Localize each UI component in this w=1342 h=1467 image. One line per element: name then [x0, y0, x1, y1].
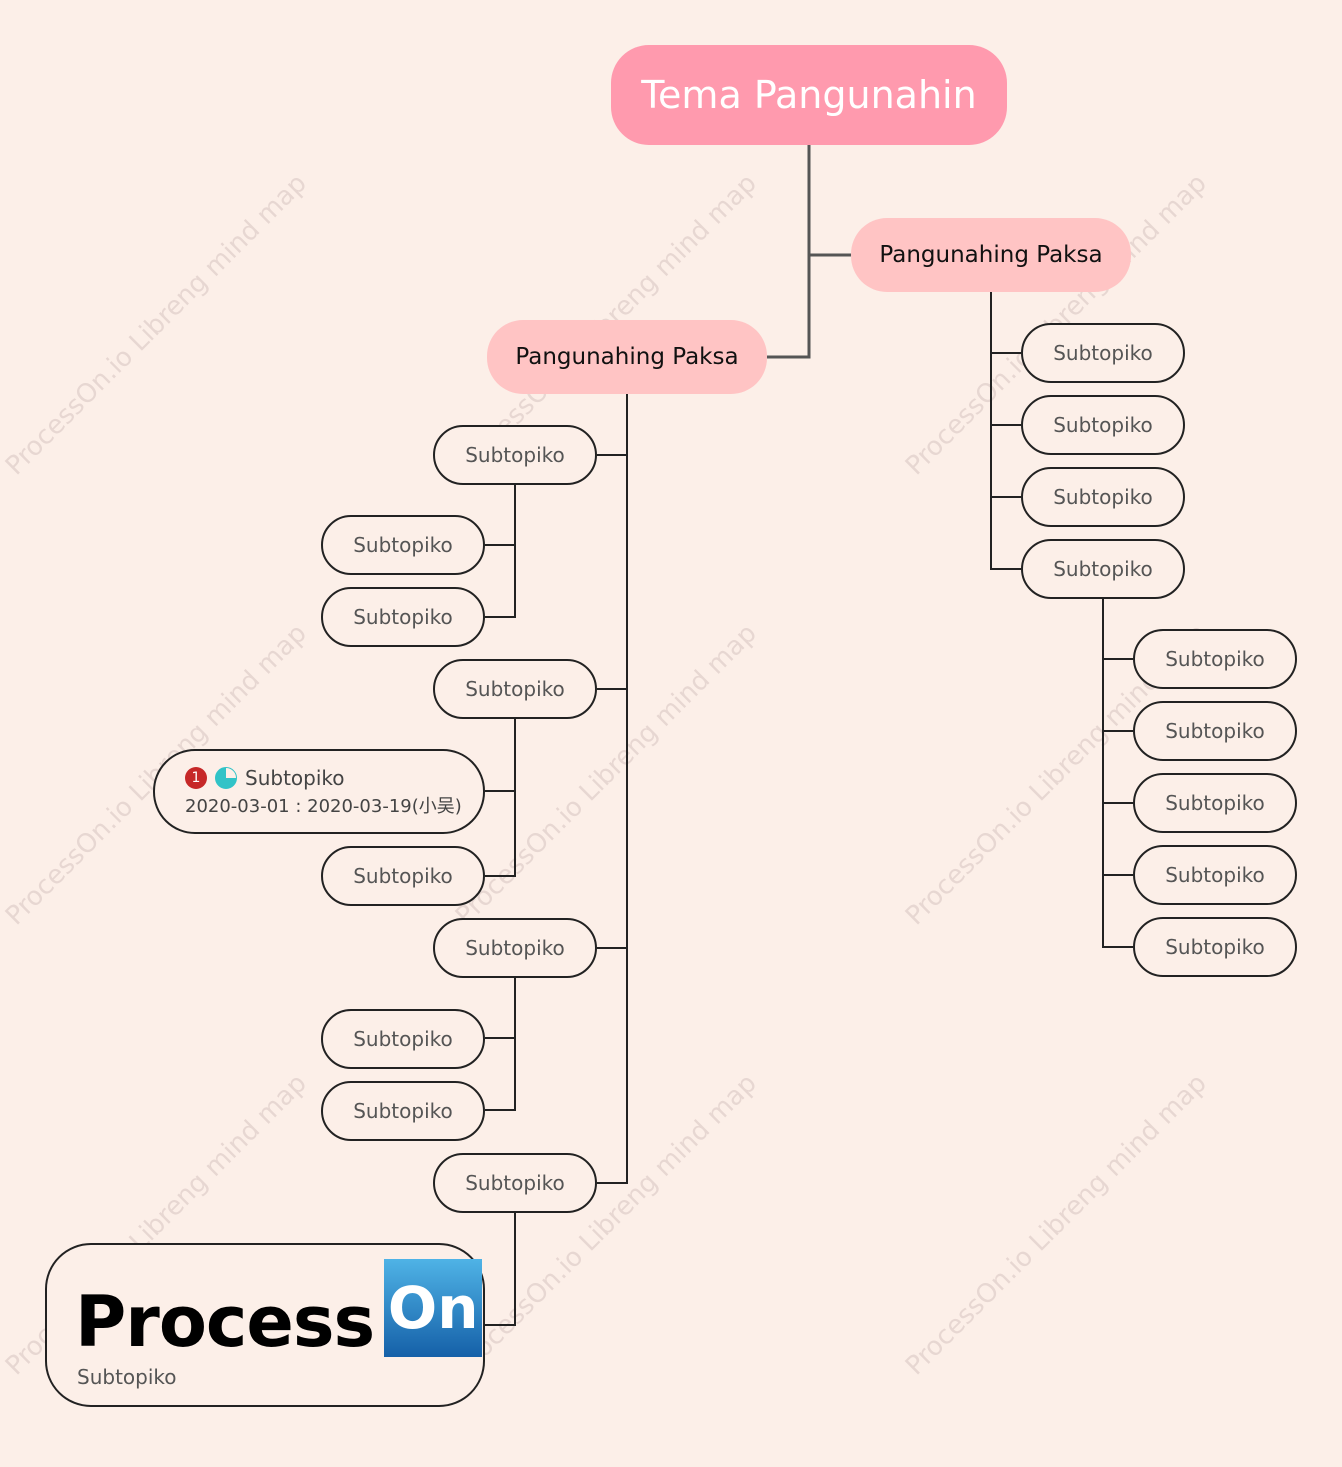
connector: [485, 978, 516, 1111]
priority-icon: 1: [185, 766, 207, 789]
subtopic-node[interactable]: Subtopiko: [1133, 701, 1297, 761]
subtopic-node[interactable]: Subtopiko: [1133, 773, 1297, 833]
subtopic-node[interactable]: Subtopiko: [433, 659, 597, 719]
connector: [990, 292, 1021, 570]
task-subtopic[interactable]: 1 Subtopiko 2020-03-01 : 2020-03-19(小吴): [153, 749, 485, 834]
processon-logo: Process On: [75, 1259, 483, 1363]
subtopic-node[interactable]: Subtopiko: [1021, 539, 1185, 599]
subtopic-node[interactable]: Subtopiko: [433, 918, 597, 978]
main-topic-left[interactable]: Pangunahing Paksa: [487, 320, 767, 394]
subtopic-node[interactable]: Subtopiko: [1133, 629, 1297, 689]
logo-badge: On: [384, 1259, 483, 1357]
subtopic-node[interactable]: Subtopiko: [433, 1153, 597, 1213]
subtopic-node[interactable]: Subtopiko: [1021, 467, 1185, 527]
connector: [485, 485, 516, 618]
subtopic-node[interactable]: Subtopiko: [321, 515, 485, 575]
task-title-row: 1 Subtopiko: [185, 766, 345, 790]
main-topic-right[interactable]: Pangunahing Paksa: [851, 218, 1131, 292]
subtopic-node[interactable]: Subtopiko: [321, 587, 485, 647]
subtopic-node[interactable]: Subtopiko: [1021, 323, 1185, 383]
subtopic-node[interactable]: Subtopiko: [433, 425, 597, 485]
progress-icon: [215, 766, 237, 789]
task-label: Subtopiko: [245, 765, 345, 790]
root-topic[interactable]: Tema Pangunahin: [611, 45, 1007, 145]
subtopic-node[interactable]: Subtopiko: [321, 846, 485, 906]
logo-subtopic[interactable]: Process On Subtopiko: [45, 1243, 485, 1407]
subtopic-node[interactable]: Subtopiko: [1021, 395, 1185, 455]
connector: [485, 719, 516, 877]
logo-word: Process: [75, 1281, 375, 1363]
connector: [485, 1213, 516, 1326]
connector: [767, 145, 811, 359]
subtopic-node[interactable]: Subtopiko: [321, 1009, 485, 1069]
logo-caption: Subtopiko: [77, 1365, 177, 1389]
subtopic-node[interactable]: Subtopiko: [1133, 917, 1297, 977]
connector: [1102, 599, 1133, 948]
subtopic-node[interactable]: Subtopiko: [1133, 845, 1297, 905]
task-dates: 2020-03-01 : 2020-03-19(小吴): [185, 795, 462, 817]
connector: [597, 394, 628, 1184]
subtopic-node[interactable]: Subtopiko: [321, 1081, 485, 1141]
